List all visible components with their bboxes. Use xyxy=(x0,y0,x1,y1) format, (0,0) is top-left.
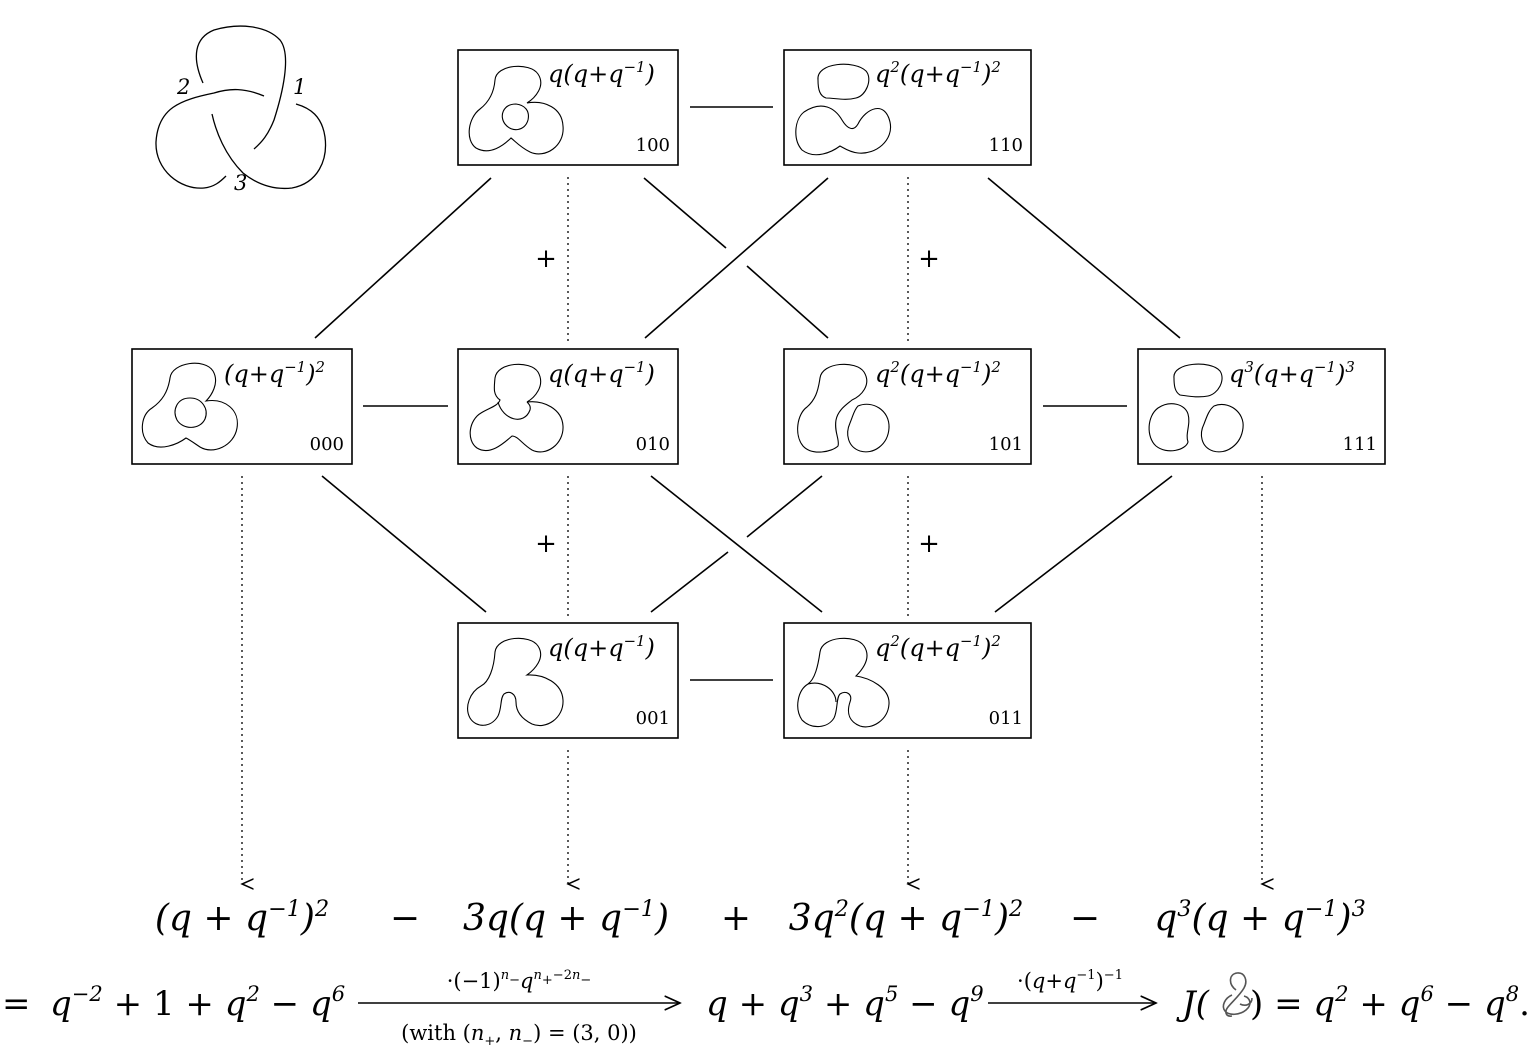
dotted-columns xyxy=(242,177,1262,884)
knot-label-1: 1 xyxy=(293,75,306,99)
state-box-001: q(q+q−1) 001 xyxy=(457,622,679,739)
plus-sign: + xyxy=(918,529,940,559)
plus-sign: + xyxy=(535,529,557,559)
cube-edges xyxy=(314,106,1181,681)
sum-term: q3(q + q−1)3 xyxy=(1154,896,1366,939)
normalization-arrow-bottom: (with (n+, n−) = (3, 0)) xyxy=(401,1021,637,1048)
edge-100-101 xyxy=(643,177,727,249)
equals-sign: = xyxy=(2,984,31,1024)
state-generator: q(q+q−1) xyxy=(548,58,655,88)
normalization-arrow-top: ·(−1)n−qn+−2n− xyxy=(447,968,592,993)
state-generator: q2(q+q−1)2 xyxy=(875,58,1001,88)
sum-operator: + xyxy=(721,898,751,939)
edge-010-110 xyxy=(644,177,829,339)
plus-sign: + xyxy=(535,244,557,274)
state-box-111: q3(q+q−1)3 111 xyxy=(1137,348,1386,465)
state-generator: (q+q−1)2 xyxy=(224,358,325,388)
edge-000-100 xyxy=(314,177,492,339)
state-generator: q2(q+q−1)2 xyxy=(875,632,1001,662)
state-code: 000 xyxy=(310,434,344,455)
unnormalized-jones: q + q3 + q5 − q9 xyxy=(706,981,984,1024)
knot-label-3: 3 xyxy=(234,171,247,195)
edge-100-101-b xyxy=(746,265,829,339)
edge-101-001-b xyxy=(650,551,729,613)
knot-label-2: 2 xyxy=(176,75,190,99)
state-code: 011 xyxy=(989,708,1023,729)
state-box-010: q(q+q−1) 010 xyxy=(457,348,679,465)
jones-result: ) = q2 + q6 − q8. xyxy=(1250,981,1530,1024)
state-code: 110 xyxy=(989,135,1023,156)
state-box-110: q2(q+q−1)2 110 xyxy=(783,49,1032,166)
sum-term: (q + q−1)2 xyxy=(155,896,329,939)
edge-010-011 xyxy=(650,475,823,613)
state-generator: q3(q+q−1)3 xyxy=(1229,358,1355,388)
state-generator: q2(q+q−1)2 xyxy=(875,358,1001,388)
edge-000-001 xyxy=(321,475,487,613)
sum-term: 3q(q + q−1) xyxy=(463,896,669,939)
edge-111-011 xyxy=(994,475,1173,613)
sum-operator: − xyxy=(1070,898,1100,939)
state-code: 111 xyxy=(1343,434,1377,455)
state-box-100: q(q+q−1) 100 xyxy=(457,49,679,166)
state-generator: q(q+q−1) xyxy=(548,632,655,662)
sum-operator: − xyxy=(390,898,420,939)
state-box-101: q2(q+q−1)2 101 xyxy=(783,348,1032,465)
plus-signs: + + + + xyxy=(535,244,940,559)
state-code: 001 xyxy=(636,708,670,729)
sum-term: 3q2(q + q−1)2 xyxy=(789,896,1024,939)
state-code: 101 xyxy=(989,434,1023,455)
state-generator: q(q+q−1) xyxy=(548,358,655,388)
plus-sign: + xyxy=(918,244,940,274)
bracket-polynomial: q−2 + 1 + q2 − q6 xyxy=(50,981,345,1024)
state-box-000: (q+q−1)2 000 xyxy=(131,348,353,465)
state-box-011: q2(q+q−1)2 011 xyxy=(783,622,1032,739)
trefoil-knot: 2 1 3 xyxy=(155,25,327,195)
edge-101-001 xyxy=(746,475,823,538)
edge-110-111 xyxy=(987,177,1181,339)
jones-prefix: J( xyxy=(1176,984,1210,1024)
bottom-equation: = q−2 + 1 + q2 − q6 ·(−1)n−qn+−2n− (with… xyxy=(2,968,1530,1048)
state-code: 100 xyxy=(636,135,670,156)
state-code: 010 xyxy=(636,434,670,455)
division-arrow-top: ·(q+q−1)−1 xyxy=(1017,968,1123,993)
trefoil-icon xyxy=(1222,972,1253,1017)
alternating-sum: (q + q−1)2 − 3q(q + q−1) + 3q2(q + q−1)2… xyxy=(155,896,1366,939)
